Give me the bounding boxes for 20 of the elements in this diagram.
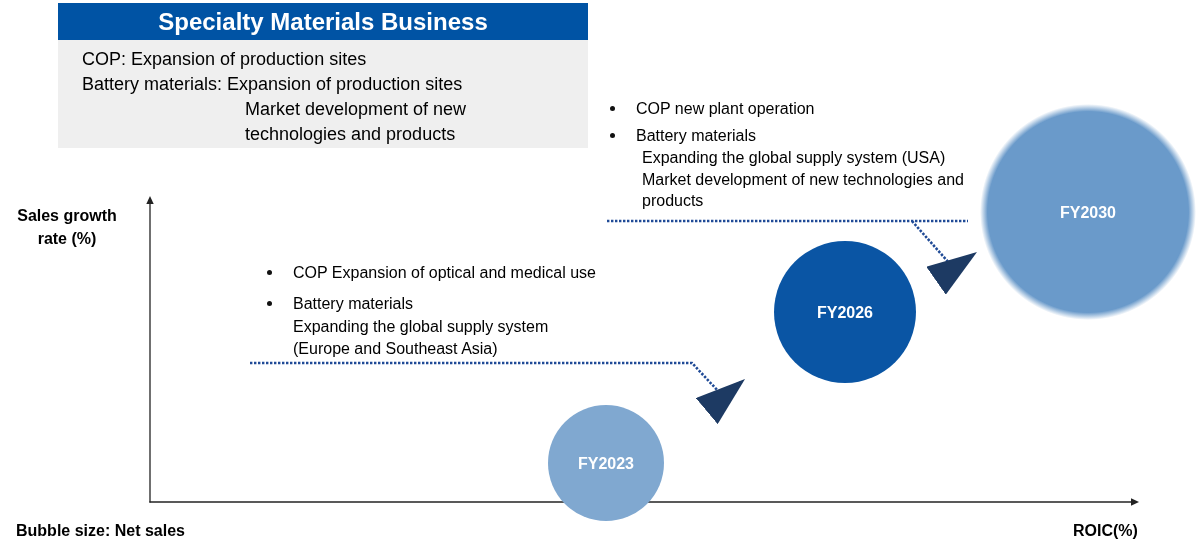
bullet-text: Battery materials [636,126,757,146]
bubble-label: FY2026 [816,302,873,322]
bubble-label: FY2030 [1059,202,1116,222]
note-text: Expanding the global supply system (Europe and Southeast Asia) [293,317,550,359]
axis-label: ROIC(%) [1073,521,1138,541]
info-panel [58,3,588,148]
dotted-arrow [250,361,746,425]
dotted-arrow [605,219,977,295]
bullet-text: COP new plant operation [636,99,815,119]
panel-text: Battery materials: Expansion of production sites [82,73,463,96]
note-text: Market development of new technologies and products [642,169,965,211]
bubble-label: FY2023 [577,453,634,473]
bullet-text: COP Expansion of optical and medical use [293,263,596,283]
bullet-text: Battery materials [293,294,414,314]
panel-text: COP: Expansion of production sites [82,48,367,71]
axis-label: Sales growth rate (%) [16,205,118,249]
note-label: Bubble size: Net sales [16,521,185,541]
note-text: Expanding the global supply system (USA) [642,148,946,168]
panel-text: Market development of new technologies and products [245,98,468,146]
panel-heading: Specialty Materials Business [58,3,588,40]
